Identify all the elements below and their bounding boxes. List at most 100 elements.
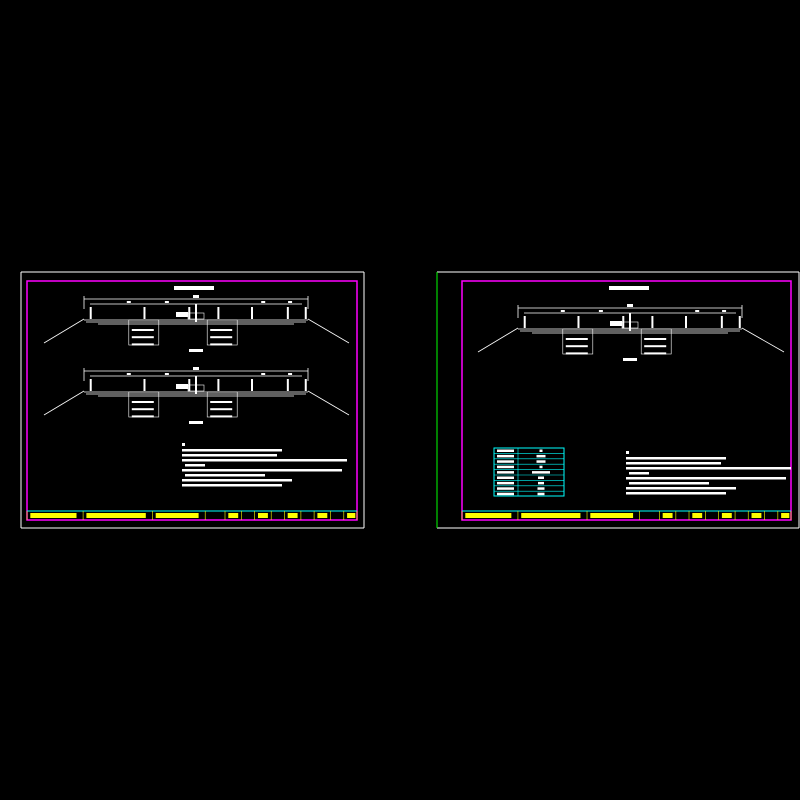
title-block-text (781, 513, 790, 518)
dimension-label (164, 373, 169, 375)
median-block (176, 312, 188, 317)
title-block-text (155, 513, 199, 518)
dimension-label (261, 301, 266, 303)
section-caption (189, 421, 203, 424)
lane-marker (251, 307, 253, 319)
lane-marker (577, 316, 580, 328)
lane-marker (217, 307, 220, 319)
layer-label (565, 345, 588, 348)
table-value (537, 492, 545, 496)
table-value (538, 481, 544, 485)
title-block-text (590, 513, 634, 518)
layer-label (131, 343, 154, 346)
title-block-text (751, 513, 762, 518)
drawing-sheet-right (436, 271, 800, 529)
dimension-label (261, 373, 266, 375)
dimension-label (627, 304, 633, 307)
note-line (626, 477, 786, 480)
median-box (621, 321, 639, 329)
lane-marker (685, 316, 687, 328)
layer-label (565, 338, 588, 340)
dimension-label (126, 373, 131, 375)
title-block-text (258, 513, 268, 518)
note-line (182, 449, 282, 452)
embankment-slope-left (43, 318, 85, 344)
dimension-label (288, 301, 293, 303)
drawing-frame (26, 280, 358, 521)
dimension-label (126, 301, 131, 303)
median-block (176, 384, 188, 389)
embankment-slope-left (477, 327, 519, 353)
note-line (629, 472, 649, 475)
title-block-text (465, 513, 512, 518)
layer-label (131, 415, 154, 418)
drawing-frame (461, 280, 792, 521)
table-value (538, 476, 544, 479)
lane-marker (143, 379, 146, 391)
lane-marker (304, 379, 307, 391)
dimension-label (560, 310, 565, 312)
note-line (629, 482, 709, 485)
layer-label (131, 329, 154, 331)
lane-marker (738, 316, 741, 328)
road-cross-section (477, 304, 785, 361)
lane-marker (217, 379, 220, 391)
table-label (497, 465, 514, 469)
layer-label (131, 336, 154, 339)
section-caption (623, 358, 637, 361)
note-line (626, 457, 726, 460)
layer-label (644, 338, 667, 340)
table-value (539, 465, 543, 469)
title-block-text (30, 513, 77, 518)
dimension-label (288, 373, 293, 375)
table-value (537, 487, 545, 490)
layer-label (210, 329, 233, 331)
parameter-table (493, 447, 565, 497)
embankment-slope-right (307, 390, 350, 416)
layer-label (565, 352, 588, 355)
layer-label (131, 401, 154, 403)
table-label (497, 449, 514, 452)
table-label (497, 492, 514, 496)
dimension-label (193, 295, 199, 298)
note-line (626, 462, 721, 465)
table-label (497, 487, 514, 490)
layer-label (131, 408, 154, 411)
note-line (185, 464, 205, 467)
title-block-text (521, 513, 581, 518)
note-line (182, 454, 277, 457)
note-line (182, 459, 347, 462)
general-notes (182, 443, 347, 487)
layer-label (644, 352, 667, 355)
lane-marker (89, 307, 92, 319)
lane-marker (143, 307, 146, 319)
title-block-text (347, 513, 356, 518)
title-block-text (86, 513, 146, 518)
table-label (497, 471, 514, 474)
lane-marker (89, 379, 92, 391)
notes-heading (626, 451, 629, 454)
dimension-label (598, 310, 603, 312)
drawing-title (609, 286, 649, 290)
title-block-text (317, 513, 328, 518)
dimension-label (695, 310, 700, 312)
table-value (536, 454, 546, 458)
general-notes (626, 451, 791, 495)
section-caption (189, 349, 203, 352)
lane-marker (523, 316, 526, 328)
embankment-slope-left (43, 390, 85, 416)
notes-heading (182, 443, 185, 446)
table-value (536, 460, 546, 463)
note-line (626, 467, 791, 470)
table-label (497, 460, 514, 463)
layer-label (210, 415, 233, 418)
embankment-slope-right (307, 318, 350, 344)
note-line (626, 492, 726, 495)
layer-label (210, 401, 233, 403)
dimension-label (164, 301, 169, 303)
table-label (497, 454, 514, 458)
lane-marker (286, 307, 289, 319)
note-line (185, 474, 265, 477)
note-line (182, 479, 292, 482)
